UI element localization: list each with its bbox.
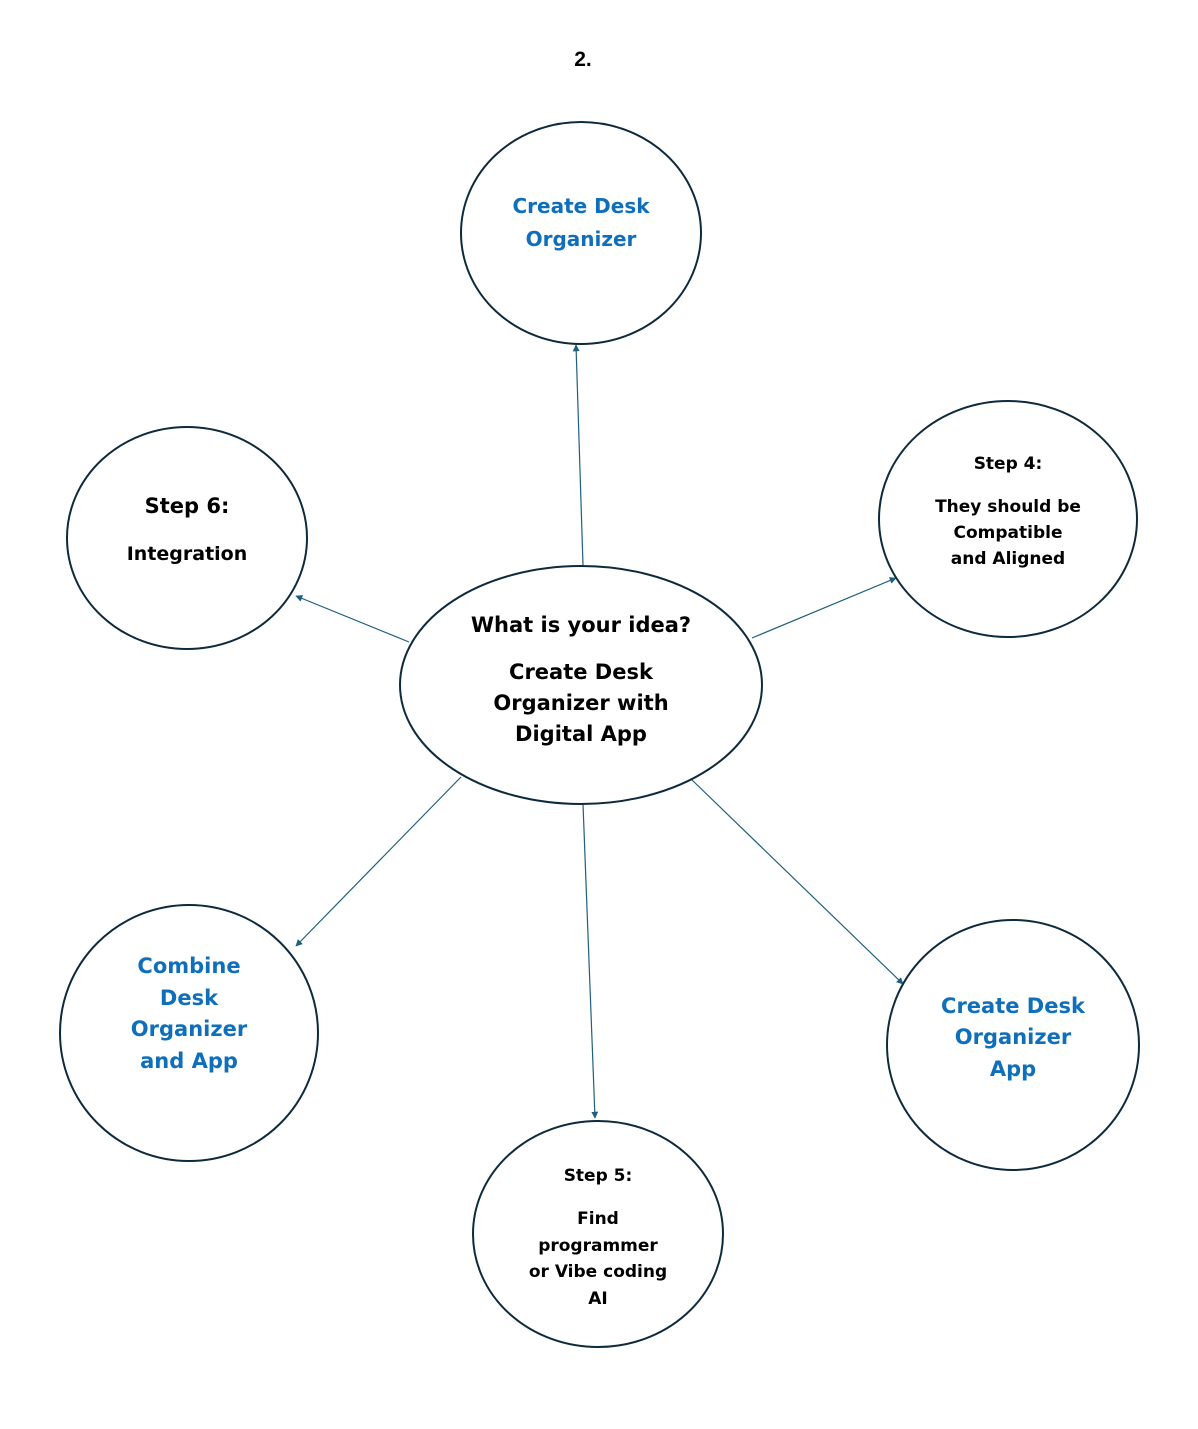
combine-node-circle: [59, 904, 319, 1162]
app-line: Create Desk: [941, 993, 1085, 1018]
arrow-to-combine-node: [295, 776, 462, 947]
app-line: App: [989, 1056, 1037, 1081]
combine-line: and App: [140, 1048, 238, 1073]
arrow-to-step6-node: [295, 595, 410, 643]
step4-line: They should be: [935, 497, 1081, 517]
step5-line: Find: [577, 1209, 619, 1229]
app-node-text: Create Desk Organizer App: [903, 990, 1123, 1086]
center-answer-line: Organizer with: [493, 690, 669, 715]
center-node-circle: [399, 565, 763, 805]
step5-node-text: Step 5: Find programmer or Vibe coding A…: [503, 1162, 693, 1314]
center-node-text: What is your idea? Create Desk Organizer…: [440, 600, 722, 760]
step6-node-circle: [66, 426, 308, 650]
combine-line: Desk: [159, 985, 219, 1010]
combine-line: Organizer: [130, 1017, 248, 1041]
arrow-to-app-node: [690, 778, 904, 985]
center-answer-line: Digital App: [515, 721, 647, 746]
top-node-circle: [460, 121, 702, 345]
app-node-circle: [886, 919, 1140, 1171]
step6-node-text: Step 6: Integration: [87, 487, 287, 571]
step5-line: or Vibe coding: [528, 1262, 668, 1282]
step5-node-circle: [472, 1120, 724, 1348]
step6-heading: Step 6:: [144, 494, 230, 518]
step4-line: Compatible: [953, 523, 1063, 543]
page-number: 2.: [574, 48, 592, 71]
arrow-to-step5-node: [582, 803, 599, 1119]
center-answer-line: Create Desk: [509, 659, 653, 684]
step5-line: programmer: [538, 1235, 658, 1256]
step4-line: and Aligned: [950, 549, 1066, 569]
step4-node-text: Step 4: They should be Compatible and Al…: [898, 448, 1118, 576]
step4-heading: Step 4:: [973, 454, 1043, 474]
top-node-line: Organizer: [525, 227, 637, 251]
arrow-to-step4-node: [751, 577, 897, 639]
step4-node-circle: [878, 400, 1138, 638]
step5-line: AI: [588, 1288, 608, 1309]
app-line: Organizer: [954, 1025, 1072, 1050]
center-question: What is your idea?: [470, 612, 692, 637]
step5-heading: Step 5:: [563, 1166, 633, 1186]
top-node-line: Create Desk: [512, 194, 650, 218]
top-node-text: Create Desk Organizer: [481, 188, 681, 258]
arrow-to-top-node: [572, 344, 584, 566]
combine-line: Combine: [137, 954, 241, 978]
step6-line: Integration: [126, 543, 248, 565]
combine-node-text: Combine Desk Organizer and App: [79, 950, 299, 1078]
